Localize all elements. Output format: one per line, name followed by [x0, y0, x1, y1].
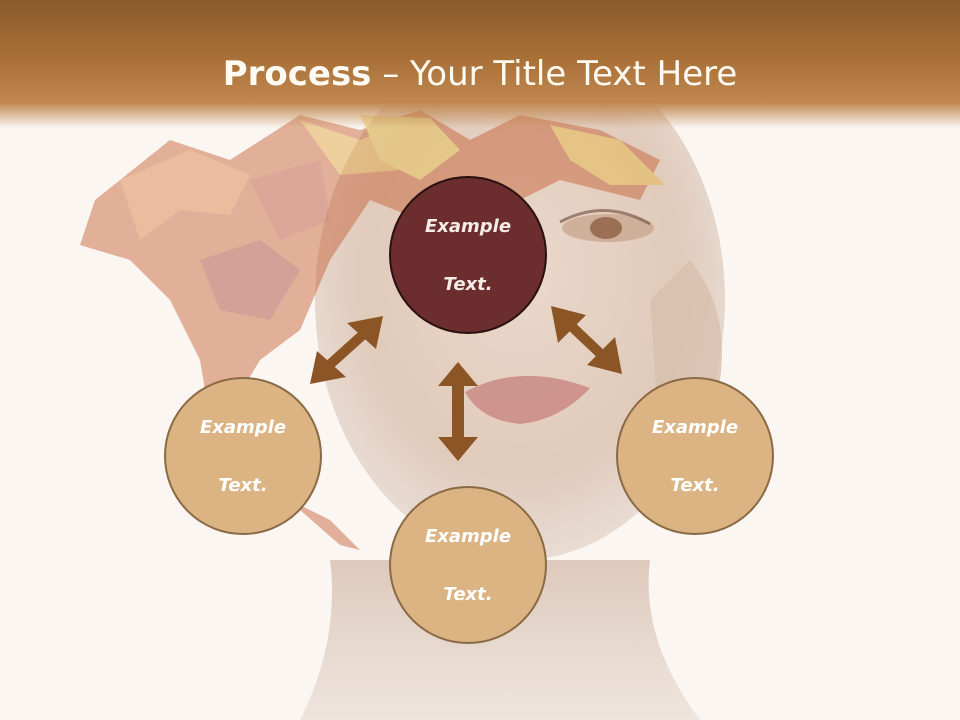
left-node-line2: Text. — [218, 474, 268, 496]
title-band — [0, 0, 960, 128]
slide-title[interactable]: Process – Your Title Text Here — [0, 52, 960, 96]
bottom-node-line1: Example — [424, 525, 512, 547]
double-arrow-vertical[interactable] — [438, 362, 478, 461]
double-arrow-upper-right[interactable] — [551, 306, 622, 374]
center-node-line1: Example — [424, 215, 512, 237]
left-node-line1: Example — [199, 416, 287, 438]
center-node-line2: Text. — [443, 273, 493, 295]
double-arrow-upper-left[interactable] — [310, 316, 383, 384]
bottom-node-line2: Text. — [443, 583, 493, 605]
right-node-line1: Example — [651, 416, 739, 438]
title-bold: Process — [222, 54, 372, 94]
right-node-line2: Text. — [670, 474, 720, 496]
title-rest: – Your Title Text Here — [371, 54, 738, 94]
